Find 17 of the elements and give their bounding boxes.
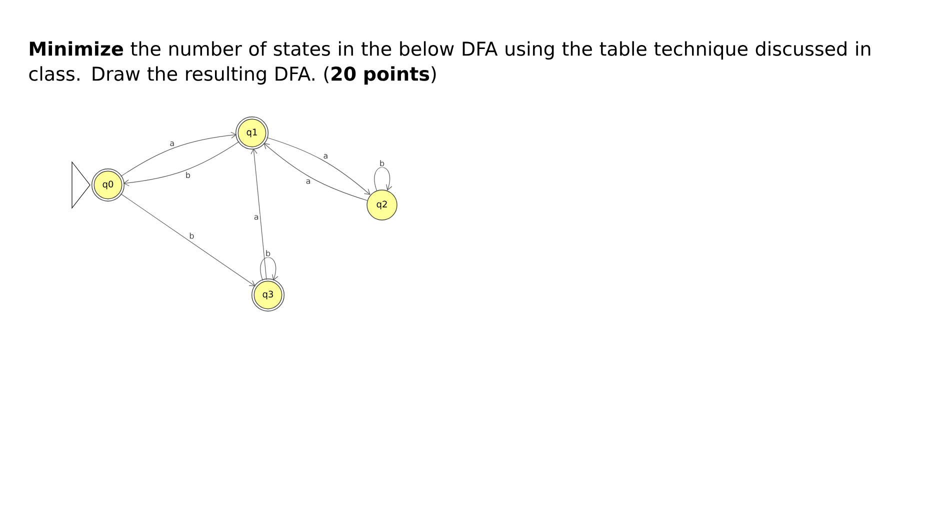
edge-label: b — [380, 160, 384, 166]
arrow — [266, 137, 370, 195]
arrow — [260, 257, 278, 281]
edge-label: b — [266, 250, 270, 256]
edge-label: b — [190, 232, 194, 239]
edge-label: a — [170, 141, 174, 146]
edge-label: a — [254, 215, 258, 220]
arrow — [374, 167, 392, 191]
edge-label: a — [324, 154, 328, 159]
question-text: Minimize the number of states in the below DFA using the table technique discussed in class. Draw the resulting DFA. (20 points) — [29, 41, 870, 85]
arrow — [264, 143, 368, 201]
arrow — [123, 141, 240, 186]
edge-label: b — [186, 172, 190, 178]
arrow — [120, 132, 237, 177]
edge-label: a — [306, 179, 310, 184]
arrow — [120, 193, 256, 286]
arrow — [250, 148, 267, 280]
